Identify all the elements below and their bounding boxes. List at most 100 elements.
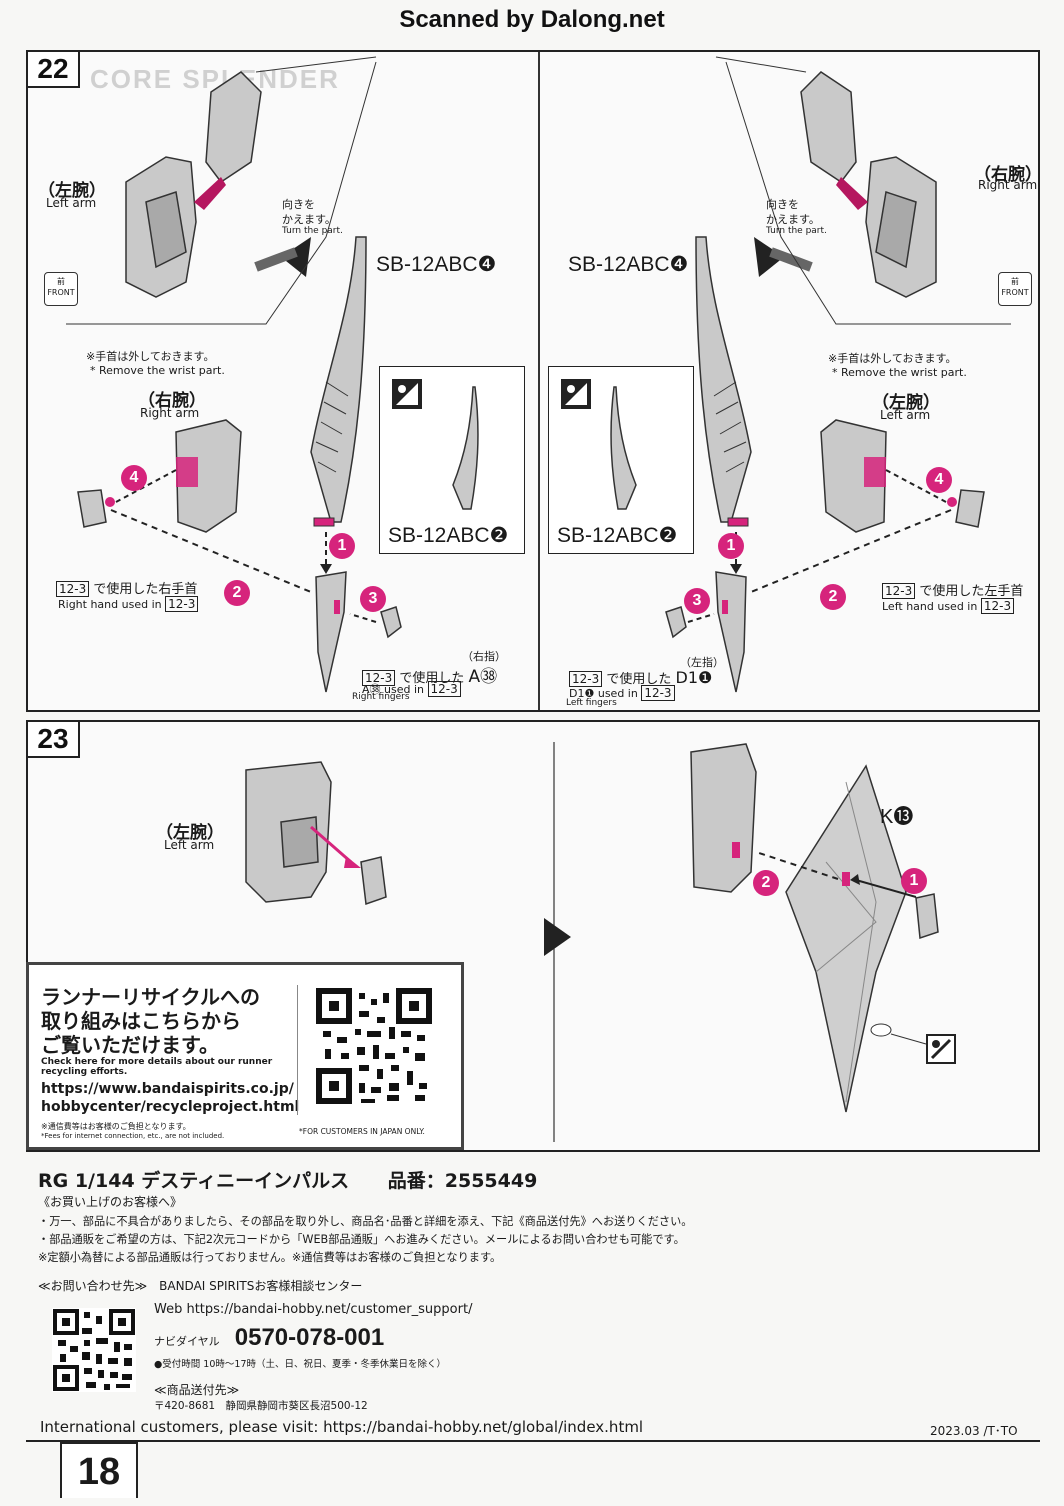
customer-qr-code[interactable] xyxy=(52,1308,136,1392)
ref-box: 12-3 xyxy=(165,596,199,612)
step23-arm-label-jp: （左腕） xyxy=(156,823,224,843)
front-icon-jp: 前 xyxy=(1011,277,1019,286)
step23-part-label: K⓭ xyxy=(880,806,914,828)
cut-icon xyxy=(392,379,422,409)
hand-ref-en-left: Right hand used in 12-3 xyxy=(58,596,199,612)
ref-box: 12-3 xyxy=(641,685,675,701)
international-link[interactable]: International customers, please visit: h… xyxy=(40,1418,644,1436)
wrist-note-en-right: * Remove the wrist part. xyxy=(832,366,967,379)
step-badge-4-right: 4 xyxy=(926,467,952,493)
left-blade-illustration xyxy=(310,236,367,693)
print-code: 2023.03 /T･TO xyxy=(930,1424,1018,1438)
customer-heading: 《お買い上げのお客様へ》 xyxy=(38,1195,183,1209)
finger-en-part: A㊳ xyxy=(362,683,381,696)
detail-blade-left xyxy=(452,386,479,510)
step-23-illustration xyxy=(245,742,939,1142)
hand-ref-en: Left hand used in xyxy=(882,600,978,613)
turn-part-en: Turn the part. xyxy=(282,226,343,236)
left-arm-label-en-right: Left arm xyxy=(880,408,931,422)
step23-badge-1: 1 xyxy=(901,868,927,894)
customer-line-1: ・万一、部品に不具合がありましたら、その部品を取り外し、商品名･品番と詳細を添え… xyxy=(38,1215,693,1228)
finger-small-left: Right fingers xyxy=(352,692,410,702)
background-ghost-text: CORE SPLENDER xyxy=(90,64,340,94)
detail-box-left: SB-12ABC❷ xyxy=(379,366,525,554)
recycle-url-1[interactable]: https://www.bandaispirits.co.jp/ xyxy=(41,1081,294,1097)
left-arm-label-jp-right: （左腕） xyxy=(872,393,940,413)
step23-badge-2: 2 xyxy=(753,870,779,896)
front-icon-right: 前 FRONT xyxy=(998,272,1032,306)
step-badge-3-right: 3 xyxy=(684,588,710,614)
step-badge-1-right: 1 xyxy=(718,533,744,559)
finger-en-part: D1❶ xyxy=(569,687,595,700)
recycle-en-2: recycling efforts. xyxy=(41,1067,128,1077)
left-arm-label-jp: （左腕） xyxy=(38,181,106,201)
recycle-title-3: ご覧いただけます。 xyxy=(41,1033,219,1057)
finger-small-right: Left fingers xyxy=(566,698,617,708)
hand-ref-right: 12-3 で使用した左手首 xyxy=(882,580,1023,599)
finger-en: used in xyxy=(384,683,425,696)
hand-ref-en-right: Left hand used in 12-3 xyxy=(882,598,1015,614)
finger-ref-jp: で使用した xyxy=(606,672,672,687)
finger-en: used in xyxy=(597,687,638,700)
turn-part-jp-1-right: 向きを xyxy=(766,198,799,211)
front-icon-jp: 前 xyxy=(57,277,65,286)
center-divider xyxy=(538,52,540,710)
hand-ref-jp: で使用した右手首 xyxy=(93,582,198,597)
right-arm-middle-illustration xyxy=(665,419,985,639)
finger-ref-en-right: D1❶ used in 12-3 xyxy=(569,685,675,701)
japan-only-note: *FOR CUSTOMERS IN JAPAN ONLY. xyxy=(299,1127,425,1136)
hand-ref-jp: で使用した左手首 xyxy=(919,584,1024,599)
detail-box-right: SB-12ABC❷ xyxy=(548,366,694,554)
right-arm-label-en: Right arm xyxy=(978,178,1038,192)
finger-ref-left: 12-3 で使用した A㊳ xyxy=(362,662,497,687)
ref-box: 12-3 xyxy=(56,581,90,597)
sb-part-label-right: SB-12ABC❹ xyxy=(568,253,689,276)
step-number-23: 23 xyxy=(28,722,80,758)
step-badge-1-left: 1 xyxy=(329,533,355,559)
ref-box: 12-3 xyxy=(882,583,916,599)
cut-icon-step23 xyxy=(926,1034,956,1064)
step-22-illustration xyxy=(66,56,1011,693)
right-arm-label-jp: （右腕） xyxy=(974,165,1042,185)
cut-glyph xyxy=(930,1038,952,1060)
wrist-note-en-left: * Remove the wrist part. xyxy=(90,364,225,377)
finger-part-id: A㊳ xyxy=(468,667,498,687)
front-icon-left: 前 FRONT xyxy=(44,272,78,306)
customer-line-2: ・部品通販をご希望の方は、下記2次元コードから「WEB部品通販」へお進みください… xyxy=(38,1233,685,1246)
page-number: 18 xyxy=(62,1442,138,1498)
web-link[interactable]: Web https://bandai-hobby.net/customer_su… xyxy=(154,1302,473,1317)
ref-box: 12-3 xyxy=(362,670,396,686)
recycle-title-1: ランナーリサイクルへの xyxy=(41,985,260,1009)
step-badge-2-left: 2 xyxy=(224,580,250,606)
customer-line-3: ※定額小為替による部品通販は行っておりません。※通信費等はお客様のご負担となりま… xyxy=(38,1251,502,1264)
left-arm-middle-illustration xyxy=(77,419,402,639)
ref-box: 12-3 xyxy=(427,681,461,697)
front-icon-en: FRONT xyxy=(47,288,75,297)
detail-part-label-left: SB-12ABC❷ xyxy=(388,524,509,547)
watermark: Scanned by Dalong.net xyxy=(399,6,665,33)
finger-ref-right: 12-3 で使用した D1❶ xyxy=(569,668,712,687)
finger-part-id: D1❶ xyxy=(675,668,713,687)
page-number-left-edge xyxy=(60,1442,62,1498)
recycle-title-2: 取り組みはこちらから xyxy=(41,1009,241,1033)
ref-box: 12-3 xyxy=(980,598,1015,614)
finger-ref-jp: で使用した xyxy=(399,671,465,686)
item-number: 品番：2555449 xyxy=(387,1170,538,1192)
finger-ref-en-left: A㊳ used in 12-3 xyxy=(362,681,461,697)
left-arm-label-en: Left arm xyxy=(46,196,97,210)
step-number-22: 22 xyxy=(28,52,80,88)
cut-glyph xyxy=(396,383,418,405)
sb-part-label-left: SB-12ABC❹ xyxy=(376,253,497,276)
recycle-fee-jp: ※通信費等はお客様のご負担となります。 xyxy=(41,1122,191,1131)
recycle-divider xyxy=(297,985,298,1115)
turn-part-en-right: Turn the part. xyxy=(766,226,827,236)
recycle-url-2[interactable]: hobbycenter/recycleproject.html xyxy=(41,1099,300,1115)
cut-icon xyxy=(561,379,591,409)
k13-crystal xyxy=(785,764,907,1113)
detail-part-label-right: SB-12ABC❷ xyxy=(557,524,678,547)
step-badge-4-left: 4 xyxy=(121,465,147,491)
right-blade-illustration xyxy=(695,236,752,693)
recycle-qr-code[interactable] xyxy=(315,987,433,1105)
reception-hours: ●受付時間 10時～17時（土、日、祝日、夏季・冬季休業日を除く） xyxy=(154,1359,446,1370)
finger-hint-left: （右指） xyxy=(462,650,506,663)
